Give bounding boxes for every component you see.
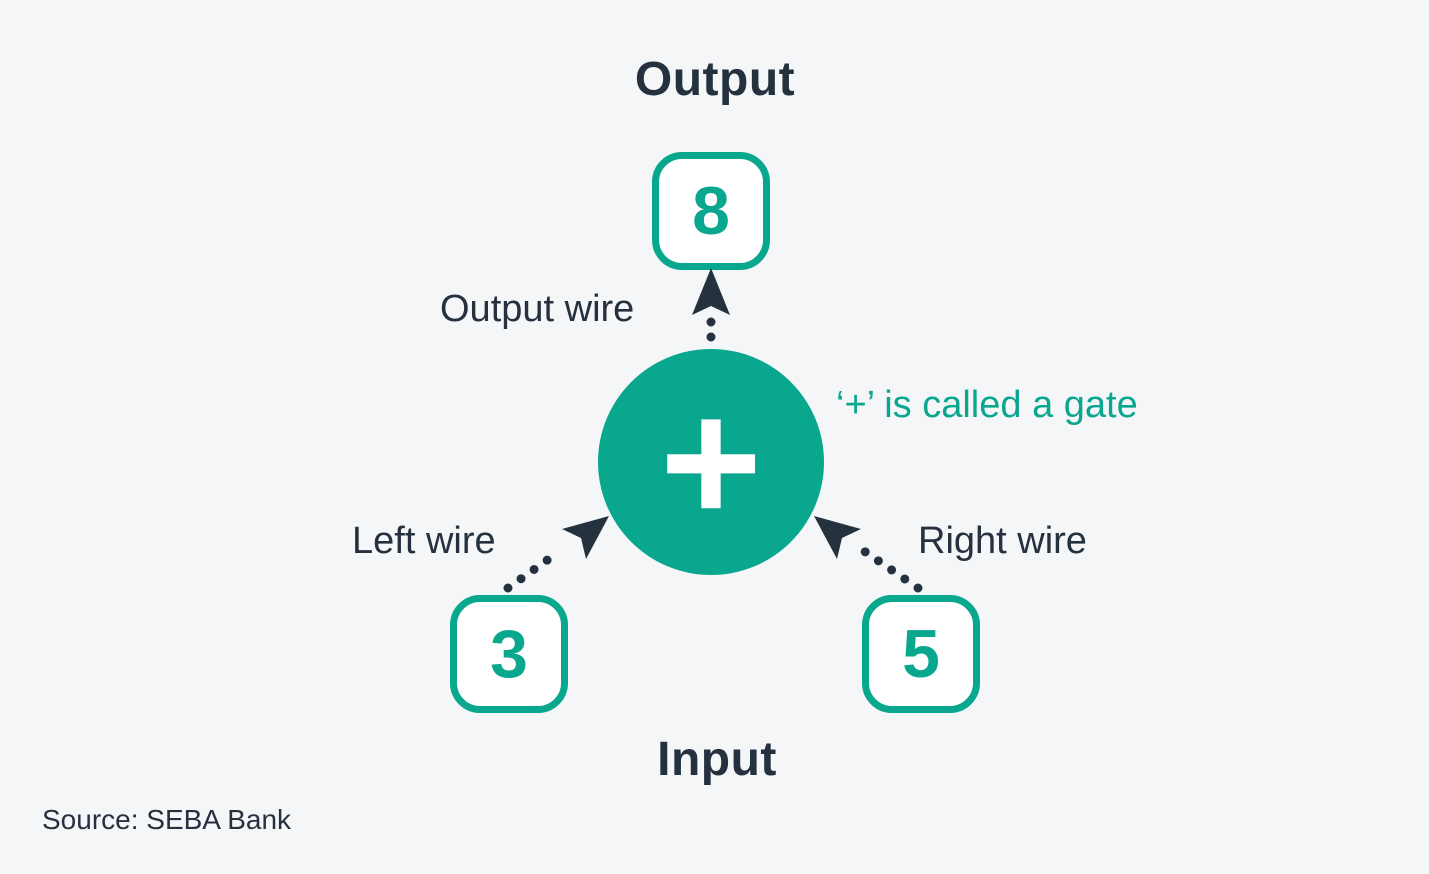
left-wire-label: Left wire <box>352 520 496 562</box>
gate-note: ‘+’ is called a gate <box>836 384 1138 426</box>
left-input-value: 3 <box>490 616 528 692</box>
input-title: Input <box>657 733 777 786</box>
gate-circle: + <box>598 349 824 575</box>
source-note: Source: SEBA Bank <box>42 804 292 835</box>
output-title: Output <box>634 53 796 106</box>
right-wire-label: Right wire <box>918 520 1087 562</box>
right-wire-arrow-icon <box>814 516 861 559</box>
plus-icon: + <box>659 364 763 560</box>
output-wire-label: Output wire <box>440 288 635 330</box>
right-input-box: 5 <box>862 595 980 713</box>
left-wire-arrow-icon <box>562 516 609 559</box>
left-input-box: 3 <box>450 595 568 713</box>
right-input-value: 5 <box>902 616 940 692</box>
output-wire-arrow-icon <box>692 268 730 315</box>
output-value: 8 <box>692 173 730 249</box>
output-box: 8 <box>652 152 770 270</box>
left-wire-dots <box>503 546 565 593</box>
right-wire-dots <box>859 546 923 593</box>
